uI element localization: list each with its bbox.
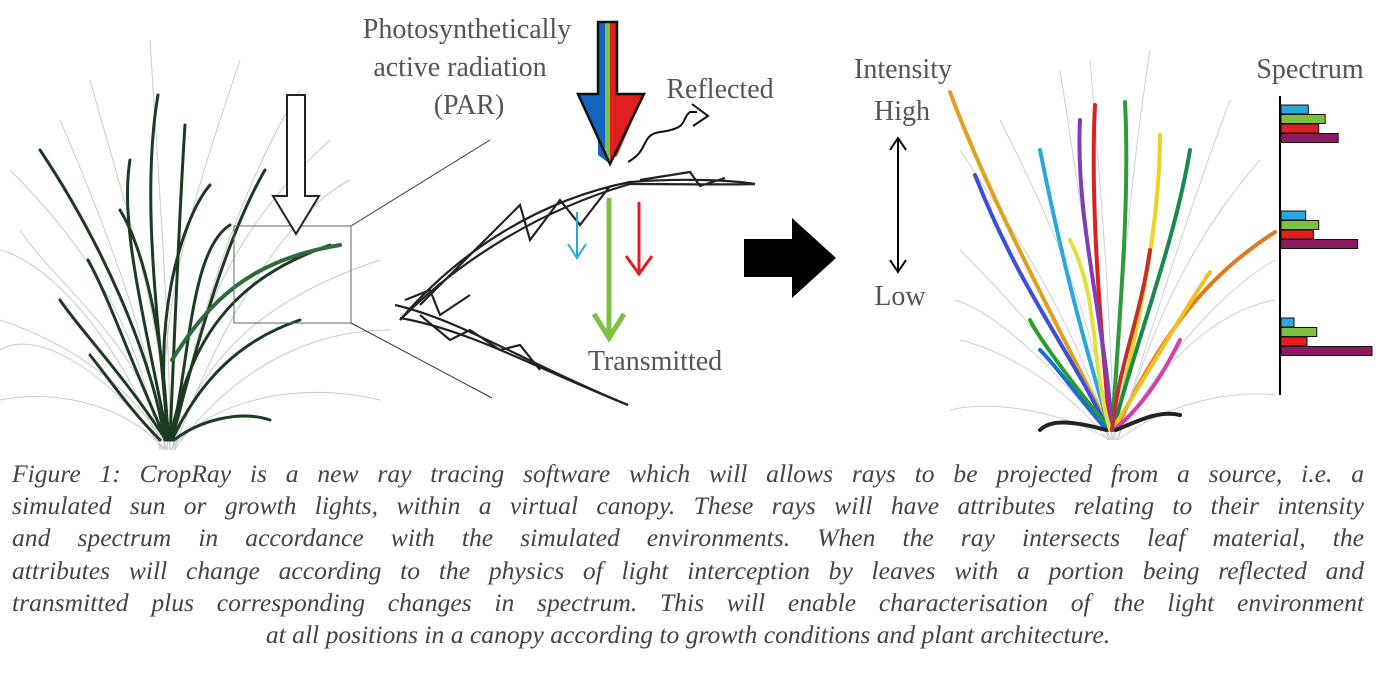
intensity-scale: Intensity High Low bbox=[854, 54, 952, 312]
caption-line: Figure 1: CropRay is a new ray tracing s… bbox=[12, 459, 1364, 488]
caption-line: at all positions in a canopy according t… bbox=[265, 620, 1111, 650]
spectrum-bar-bottom-green bbox=[1280, 327, 1318, 337]
ray-traced-plant-illustration bbox=[948, 49, 1277, 441]
cropray-diagram: Photosynthetically active radiation (PAR… bbox=[0, 14, 1373, 451]
par-detail: Photosynthetically active radiation (PAR… bbox=[363, 14, 774, 407]
reflected-label: Reflected bbox=[666, 74, 773, 105]
zoom-line-bottom bbox=[350, 322, 493, 399]
dark-green-leaves bbox=[38, 93, 332, 442]
par-label-line3: (PAR) bbox=[434, 90, 505, 121]
spectrum-bar-top-blue bbox=[1280, 104, 1309, 115]
low-label: Low bbox=[874, 281, 926, 312]
zoom-line-top bbox=[350, 139, 491, 227]
background-grass-blades-right bbox=[949, 49, 1276, 441]
spectrum-bar-bottom-purple bbox=[1280, 346, 1373, 356]
spectrum-bars bbox=[1280, 104, 1373, 356]
spectrum-bar-middle-purple bbox=[1280, 239, 1359, 249]
grass-plant-illustration bbox=[0, 39, 493, 451]
spectrum-bar-top-purple bbox=[1280, 133, 1339, 143]
spectrum-bar-bottom-red bbox=[1280, 336, 1308, 347]
process-arrow-icon bbox=[744, 218, 836, 298]
par-label-line1: Photosynthetically bbox=[363, 14, 571, 45]
colored-ray-leaves bbox=[948, 90, 1277, 432]
caption-line: simulated sun or growth lights, within a… bbox=[12, 491, 1364, 521]
transmitted-red-arrow-icon bbox=[624, 202, 654, 277]
high-label: High bbox=[874, 96, 930, 127]
double-arrow-icon bbox=[889, 136, 907, 274]
highlighted-leaf bbox=[170, 243, 342, 362]
spectrum-bar-bottom-blue bbox=[1280, 317, 1295, 328]
spectrum-bar-middle-red bbox=[1280, 229, 1314, 240]
spectrum-panel: Spectrum bbox=[1256, 54, 1373, 395]
leaf-wireframe bbox=[394, 170, 756, 407]
intensity-label: Intensity bbox=[854, 54, 952, 85]
spectrum-label: Spectrum bbox=[1256, 54, 1364, 85]
spectrum-bar-middle-blue bbox=[1280, 210, 1307, 221]
caption-line: and spectrum in accordance with the simu… bbox=[12, 523, 1364, 553]
caption-line: transmitted plus corresponding changes i… bbox=[12, 587, 1364, 617]
spectrum-bar-middle-green bbox=[1280, 220, 1320, 230]
par-spectrum-arrow-icon bbox=[576, 20, 646, 167]
transmitted-label: Transmitted bbox=[588, 346, 722, 377]
spectrum-bar-top-red bbox=[1280, 123, 1320, 134]
reflected-wave-arrow-icon bbox=[627, 103, 710, 163]
par-label-line2: active radiation bbox=[373, 52, 546, 83]
spectrum-bar-top-green bbox=[1280, 114, 1326, 124]
transmitted-blue-arrow-icon bbox=[567, 212, 587, 260]
light-down-arrow-icon bbox=[271, 94, 321, 236]
figure-caption: Figure 1: CropRay is a new ray tracing s… bbox=[12, 458, 1364, 651]
caption-line: attributes will change according to the … bbox=[12, 555, 1364, 585]
transmitted-green-arrow-icon bbox=[591, 198, 627, 343]
